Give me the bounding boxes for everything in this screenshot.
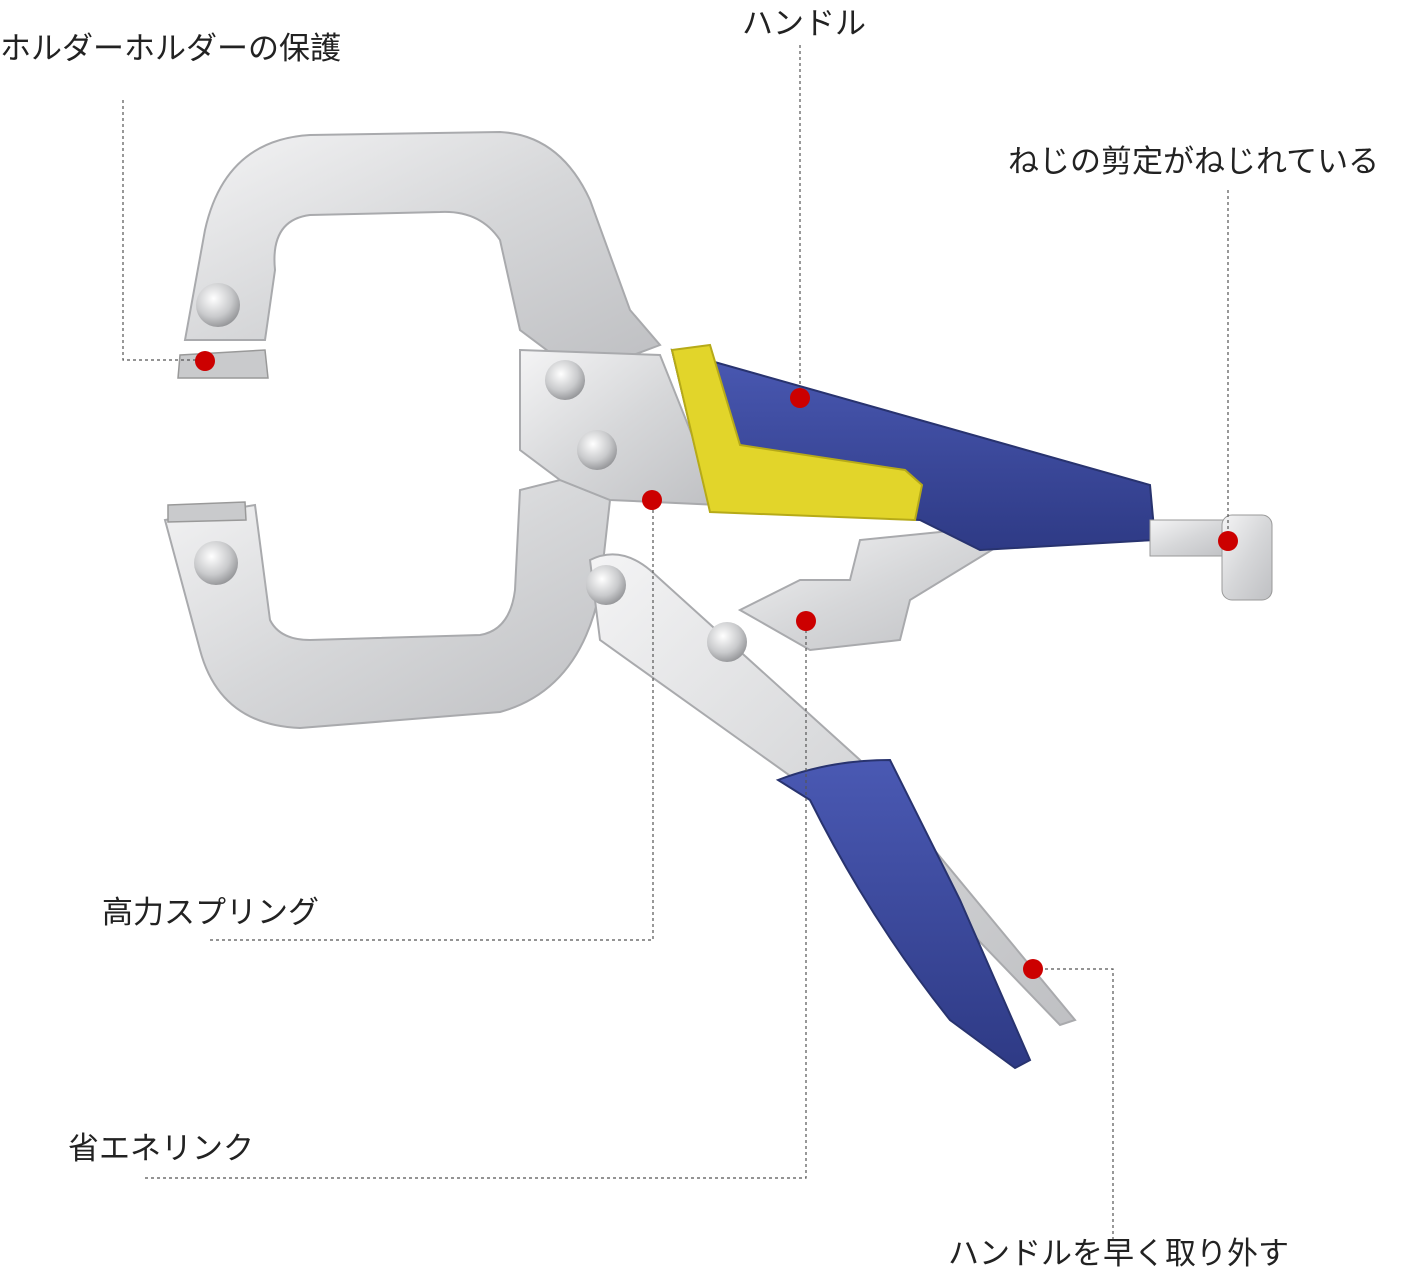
marker-dot xyxy=(195,351,215,371)
rivet xyxy=(545,360,585,400)
label-handle: ハンドル xyxy=(742,6,866,42)
rivet xyxy=(707,622,747,662)
label-screw: ねじの剪定がねじれている xyxy=(1008,144,1380,180)
upper-pad xyxy=(177,349,269,379)
leader-lines xyxy=(122,45,1229,1240)
lower-jaw xyxy=(163,478,612,730)
rivet xyxy=(586,565,626,605)
label-spring: 高力スプリング xyxy=(102,895,319,931)
upper-handle-yellow xyxy=(670,343,924,522)
upper-jaw xyxy=(183,130,662,361)
marker-dot xyxy=(1218,531,1238,551)
marker-dot xyxy=(642,490,662,510)
label-holder-protection: ホルダーホルダーの保護 xyxy=(0,31,341,67)
rivet xyxy=(194,541,238,585)
label-link: 省エネリンク xyxy=(68,1131,254,1167)
rivet xyxy=(196,283,240,327)
release-link xyxy=(737,528,1003,652)
rivet xyxy=(577,430,617,470)
marker-dot xyxy=(790,388,810,408)
lower-handle-grip xyxy=(775,758,1032,1070)
adjust-knob xyxy=(1221,514,1273,601)
lower-pad xyxy=(167,501,247,523)
marker-dot xyxy=(1023,959,1043,979)
marker-dot xyxy=(796,611,816,631)
label-release: ハンドルを早く取り外す xyxy=(948,1236,1289,1272)
